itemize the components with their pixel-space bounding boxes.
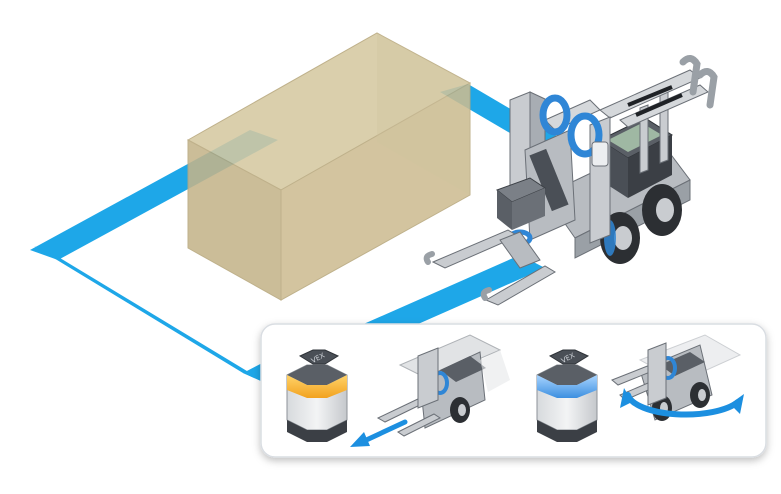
vex-bumper-sensor-blue: VEX bbox=[536, 349, 598, 442]
vex-clawbot-robot bbox=[423, 55, 718, 306]
mini-robot-turn bbox=[611, 334, 742, 421]
mini-robot-drive-forward bbox=[376, 334, 510, 437]
vex-bumper-sensor-orange: VEX bbox=[286, 349, 348, 442]
cardboard-box bbox=[186, 32, 472, 301]
drive-forward-arrow-icon bbox=[350, 419, 408, 447]
instruction-panel bbox=[260, 323, 767, 458]
turn-rotate-arrow-icon bbox=[620, 388, 744, 418]
